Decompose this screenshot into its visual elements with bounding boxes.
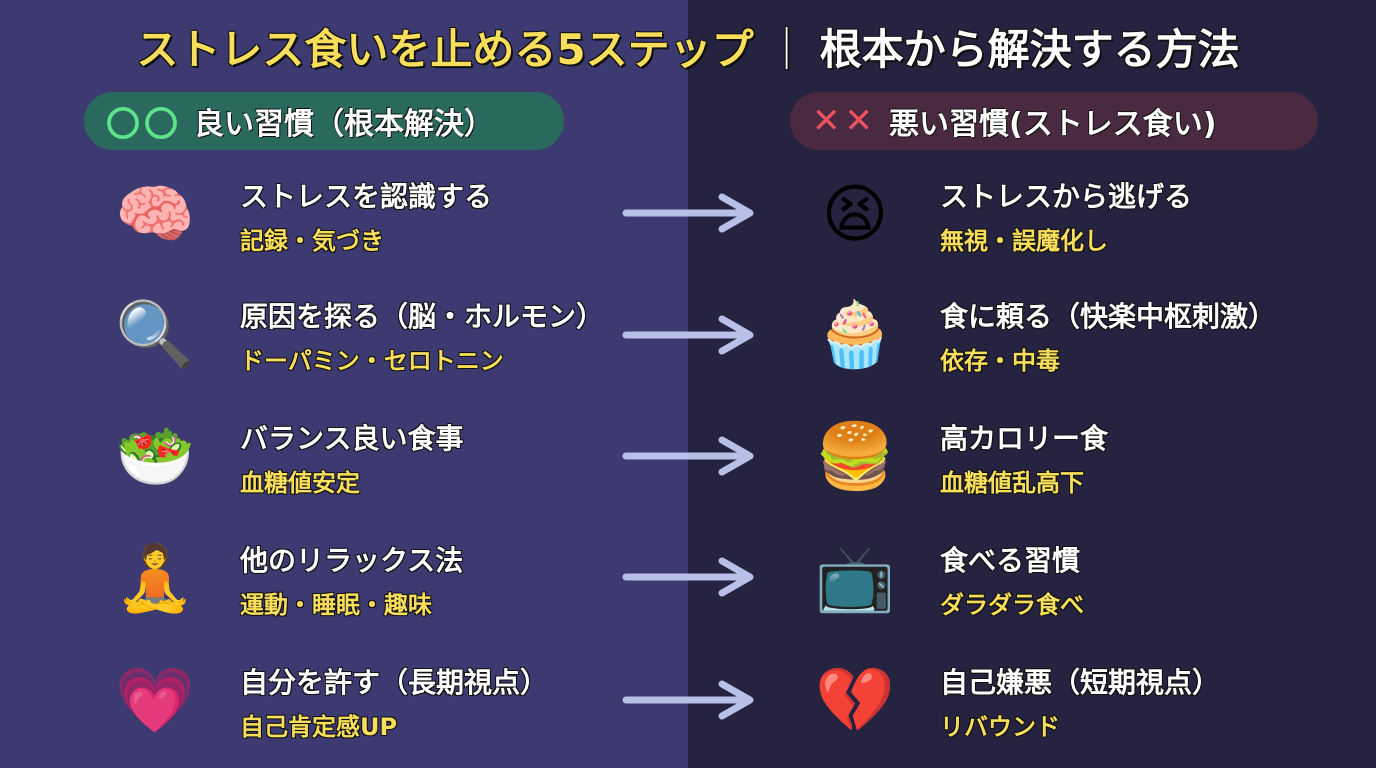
bad-item-subtitle: 無視・誤魔化し <box>940 226 1108 255</box>
good-item-title: 自分を許す（長期視点） <box>240 665 549 699</box>
double-cross-icon: ✕✕ <box>812 101 877 141</box>
arrow-right-icon <box>622 315 754 355</box>
bad-habits-label: 悪い習慣(ストレス食い) <box>888 107 1217 142</box>
good-item-5: 💗 自分を許す（長期視点） 自己肯定感UP <box>90 646 548 756</box>
good-item-title: ストレスを認識する <box>240 179 493 213</box>
good-item-2: 🔍 原因を探る（脳・ホルモン） ドーパミン・セロトニン <box>90 280 604 390</box>
bad-item-title: 自己嫌悪（短期視点） <box>940 665 1221 699</box>
bad-item-subtitle: 血糖値乱高下 <box>940 468 1084 497</box>
good-item-subtitle: 運動・睡眠・趣味 <box>240 590 432 619</box>
arrow-right-icon <box>622 436 754 476</box>
good-item-title: バランス良い食事 <box>240 421 464 455</box>
page-title: ストレス食いを止める5ステップ ｜ 根本から解決する方法 <box>0 14 1376 78</box>
bad-item-title: ストレスから逃げる <box>940 179 1193 213</box>
heart-clock-icon: 💗 <box>115 664 195 738</box>
brain-question-icon: 🧠 <box>115 178 195 252</box>
stressed-face-icon: 😫 <box>821 178 889 252</box>
junk-food-icon: 🍔 <box>815 420 895 494</box>
bad-item-5: 💔 自己嫌悪（短期視点） リバウンド <box>790 646 1220 756</box>
good-item-subtitle: 記録・気づき <box>240 226 384 255</box>
title-part2: 根本から解決する方法 <box>819 24 1240 74</box>
good-item-subtitle: 自己肯定感UP <box>240 712 398 741</box>
broken-heart-sad-icon: 💔 <box>815 664 895 738</box>
bad-item-title: 食べる習慣 <box>940 543 1081 577</box>
cupcake-soda-icon: 🧁 <box>815 298 895 372</box>
bad-item-title: 高カロリー食 <box>940 421 1109 455</box>
good-item-3: 🥗 バランス良い食事 血糖値安定 <box>90 402 463 512</box>
good-habits-header: 〇〇 良い習慣（根本解決） <box>84 92 564 150</box>
good-item-subtitle: 血糖値安定 <box>240 468 360 497</box>
bad-item-subtitle: 依存・中毒 <box>940 346 1060 375</box>
good-item-subtitle: ドーパミン・セロトニン <box>240 346 504 375</box>
bad-item-3: 🍔 高カロリー食 血糖値乱高下 <box>790 402 1108 512</box>
title-separator: ｜ <box>765 24 808 74</box>
bad-item-1: 😫 ストレスから逃げる 無視・誤魔化し <box>790 160 1192 270</box>
bad-item-subtitle: リバウンド <box>940 712 1060 741</box>
good-item-4: 🧘 他のリラックス法 運動・睡眠・趣味 <box>90 524 463 634</box>
bad-item-title: 食に頼る（快楽中枢刺激） <box>940 299 1277 333</box>
brain-magnifier-stomach-icon: 🔍 <box>115 298 195 372</box>
bad-item-2: 🧁 食に頼る（快楽中枢刺激） 依存・中毒 <box>790 280 1276 390</box>
bad-item-subtitle: ダラダラ食べ <box>940 590 1084 619</box>
bad-item-4: 📺 食べる習慣 ダラダラ食べ <box>790 524 1084 634</box>
yoga-exercise-icon: 🧘 <box>115 542 195 616</box>
good-item-1: 🧠 ストレスを認識する 記録・気づき <box>90 160 492 270</box>
good-item-title: 他のリラックス法 <box>240 543 464 577</box>
couch-tv-eating-icon: 📺 <box>815 542 895 616</box>
good-habits-label: 良い習慣（根本解決） <box>194 107 494 142</box>
balanced-plate-icon: 🥗 <box>115 420 195 494</box>
arrow-right-icon <box>622 557 754 597</box>
bad-habits-header: ✕✕ 悪い習慣(ストレス食い) <box>790 92 1318 150</box>
double-circle-icon: 〇〇 <box>106 104 182 145</box>
arrow-right-icon <box>622 680 754 720</box>
title-part1: ストレス食いを止める5ステップ <box>136 24 754 74</box>
arrow-right-icon <box>622 193 754 233</box>
good-item-title: 原因を探る（脳・ホルモン） <box>240 299 605 333</box>
